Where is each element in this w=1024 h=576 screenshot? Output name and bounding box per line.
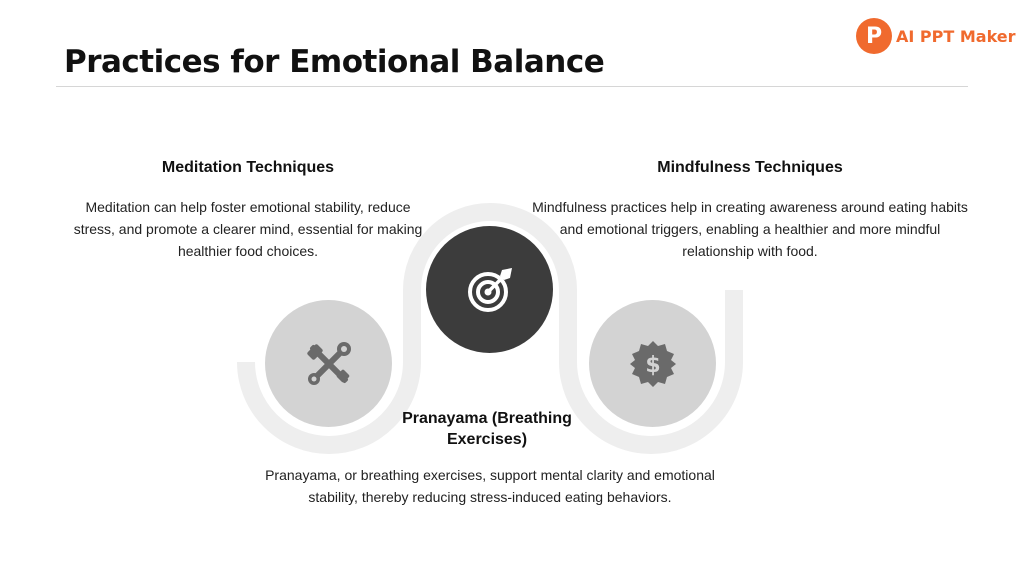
dollar-badge-icon: $ xyxy=(629,340,676,387)
meditation-heading: Meditation Techniques xyxy=(161,159,335,176)
logo-text: AI PPT Maker xyxy=(896,26,1016,46)
title-divider xyxy=(56,86,968,87)
target-icon xyxy=(467,267,512,312)
pranayama-heading: Pranayama (Breathing Exercises) xyxy=(402,410,572,448)
target-circle xyxy=(426,226,553,353)
meditation-description: Meditation can help foster emotional sta… xyxy=(73,199,423,259)
pranayama-description: Pranayama, or breathing exercises, suppo… xyxy=(265,467,715,505)
page-title: Practices for Emotional Balance xyxy=(64,44,605,80)
mindfulness-heading: Mindfulness Techniques xyxy=(657,159,843,176)
dollar-badge-circle: $ xyxy=(589,300,716,427)
logo-badge: P xyxy=(856,18,892,54)
brand-logo: P AI PPT Maker xyxy=(856,18,1016,54)
tools-circle xyxy=(265,300,392,427)
mindfulness-description: Mindfulness practices help in creating a… xyxy=(532,199,968,259)
tools-icon xyxy=(306,341,351,385)
svg-text:$: $ xyxy=(645,353,660,378)
